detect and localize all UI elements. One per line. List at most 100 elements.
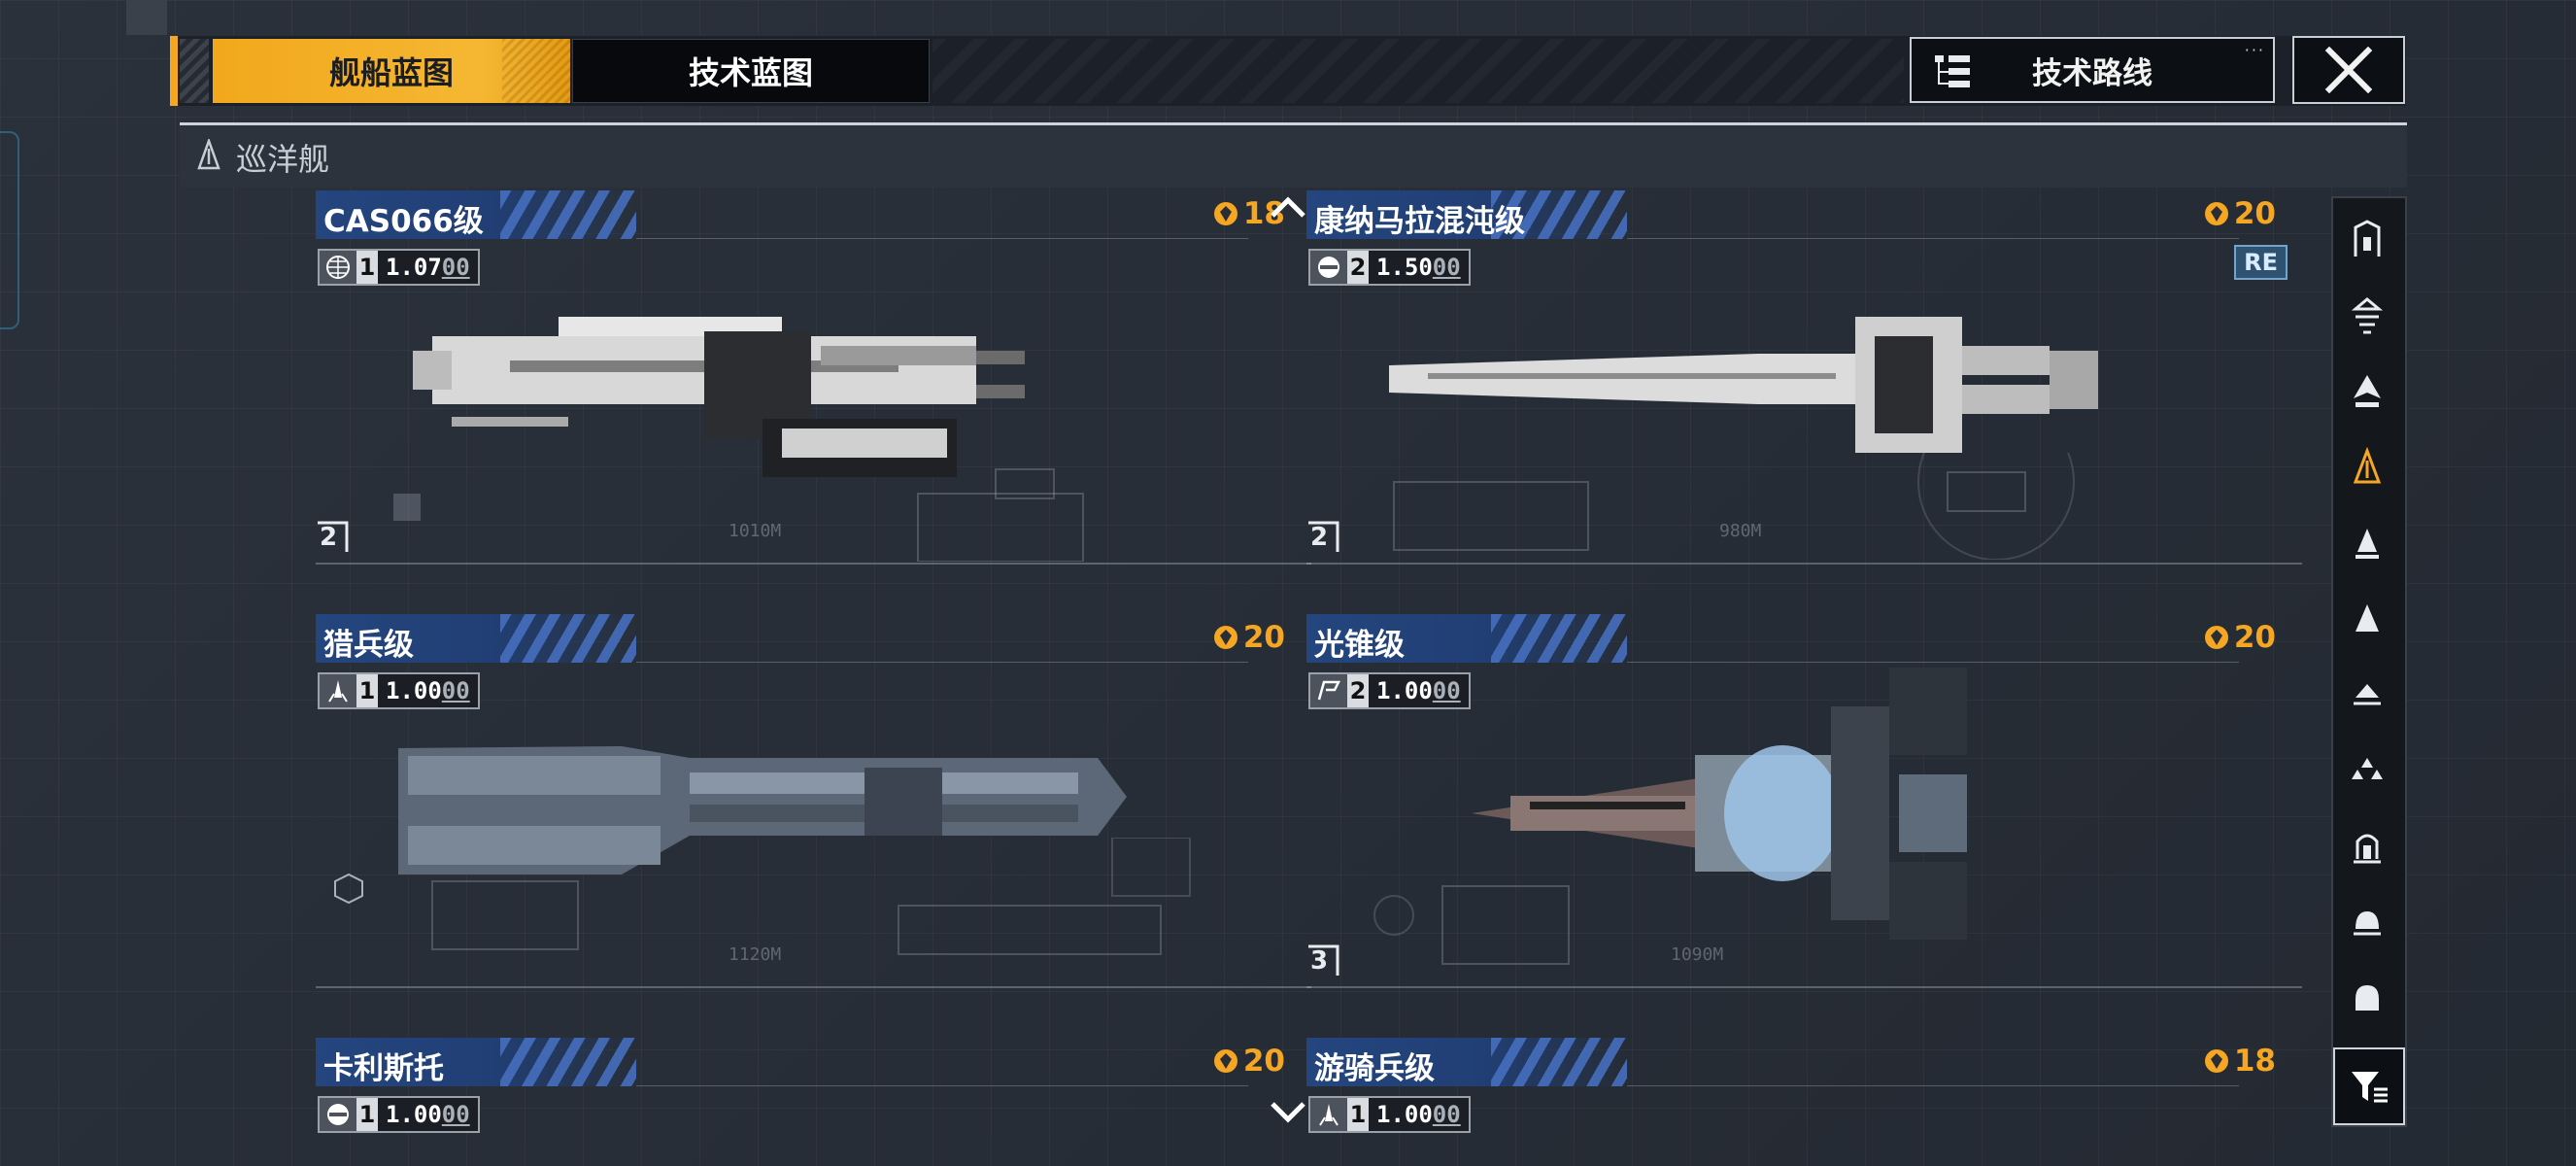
credit-icon (2204, 202, 2228, 225)
header-stripes (1491, 1038, 1627, 1086)
top-bar-accent (170, 36, 178, 106)
ship-name: 光锥级 (1314, 628, 1405, 663)
scroll-up-icon[interactable] (1269, 192, 1307, 222)
cost-value: 20 (2233, 196, 2276, 231)
cost: 20 (2203, 620, 2276, 655)
re-badge: RE (2234, 245, 2288, 280)
tier-number: 2 (320, 523, 338, 552)
sidebar-item-destroyer[interactable] (2333, 507, 2401, 577)
cost-value: 20 (1242, 1044, 1285, 1079)
stat-level: 1 (356, 1098, 378, 1131)
sidebar-item-battleship[interactable] (2333, 356, 2401, 426)
scale-line (1306, 563, 2302, 565)
stat-level: 1 (356, 251, 378, 284)
sidebar-item-support[interactable] (2333, 810, 2401, 880)
tab-label: 技术蓝图 (688, 54, 813, 91)
stat-level: 2 (1347, 251, 1369, 284)
sidebar-item-fighter[interactable] (2333, 735, 2401, 805)
rocket-icon (1310, 1098, 1347, 1131)
ship-length: 1090M (1671, 944, 1724, 965)
blueprint-annotation (1365, 403, 2297, 564)
sidebar-item-corvette[interactable] (2333, 659, 2401, 729)
header-line (636, 1085, 1248, 1086)
rocket-icon (320, 674, 356, 707)
ship-image (1389, 317, 2098, 453)
credit-icon (1213, 202, 1237, 225)
tech-route-button[interactable]: 技术路线 ··· (1910, 37, 2275, 103)
ship-name: 卡利斯托 (323, 1051, 444, 1086)
stat-value-tail: 00 (441, 1101, 470, 1128)
stat-level: 1 (1347, 1098, 1369, 1131)
tab-ship-blueprint[interactable]: 舰船蓝图 (213, 39, 570, 103)
sidebar-item-cruiser[interactable] (2333, 431, 2401, 501)
header-stripes (500, 1038, 636, 1086)
sidebar-item-auxiliary[interactable] (2333, 886, 2401, 956)
tech-tree-icon (1935, 55, 1970, 87)
header-line (1627, 1085, 2239, 1086)
credit-icon (2204, 1049, 2228, 1073)
globe-icon (320, 251, 356, 284)
tier-number: 3 (1310, 946, 1329, 976)
filter-icon (2352, 1072, 2388, 1103)
stat-value-tail: 00 (1432, 677, 1461, 704)
tier-marker: 2 (1306, 521, 1339, 554)
destroyer-icon (2356, 529, 2379, 559)
cost-value: 20 (2233, 620, 2276, 655)
left-edge-tab[interactable] (0, 131, 19, 329)
sidebar-item-battlecruiser[interactable] (2333, 280, 2401, 350)
stat-value-main: 1.07 (386, 254, 442, 281)
tier-marker: 3 (1306, 944, 1339, 977)
fighter-icon (2352, 758, 2383, 779)
cost-value: 18 (1242, 196, 1285, 231)
ship-image (413, 317, 1025, 477)
top-bar-hatch (932, 39, 1904, 103)
blueprint-annotation (355, 455, 1287, 566)
stat-value-main: 1.00 (1376, 677, 1433, 704)
ship-image (1472, 668, 1967, 940)
sidebar-item-carrier[interactable] (2333, 204, 2401, 274)
close-button[interactable] (2292, 36, 2405, 104)
cost-value: 18 (2233, 1044, 2276, 1079)
battleship-icon (2354, 375, 2381, 407)
header-line (1627, 662, 2239, 663)
credit-icon (1213, 626, 1237, 649)
ship-length: 980M (1719, 521, 1762, 541)
credit-icon (2204, 626, 2228, 649)
cost: 18 (1212, 196, 1285, 231)
header-stripes (500, 614, 636, 663)
stat-level: 2 (1347, 674, 1369, 707)
stat-value-tail: 00 (441, 677, 470, 704)
tab-tech-blueprint[interactable]: 技术蓝图 (572, 39, 930, 103)
header-line (636, 662, 1248, 663)
cost-value: 20 (1242, 620, 1285, 655)
tier-number: 2 (1310, 523, 1329, 552)
stat-value-main: 1.00 (386, 677, 442, 704)
cost: 18 (2203, 1044, 2276, 1079)
cost: 20 (2203, 196, 2276, 231)
filter-button[interactable] (2333, 1047, 2405, 1125)
sidebar-item-station[interactable] (2333, 962, 2401, 1032)
scale-line (316, 563, 1311, 565)
scroll-down-icon[interactable] (1269, 1098, 1307, 1127)
credit-icon (1213, 1049, 1237, 1073)
sidebar-item-frigate[interactable] (2333, 583, 2401, 653)
header-stripes (1491, 614, 1627, 663)
stealth-icon (1310, 251, 1347, 284)
ship-length: 1120M (729, 944, 782, 965)
cruiser-icon (197, 139, 220, 170)
